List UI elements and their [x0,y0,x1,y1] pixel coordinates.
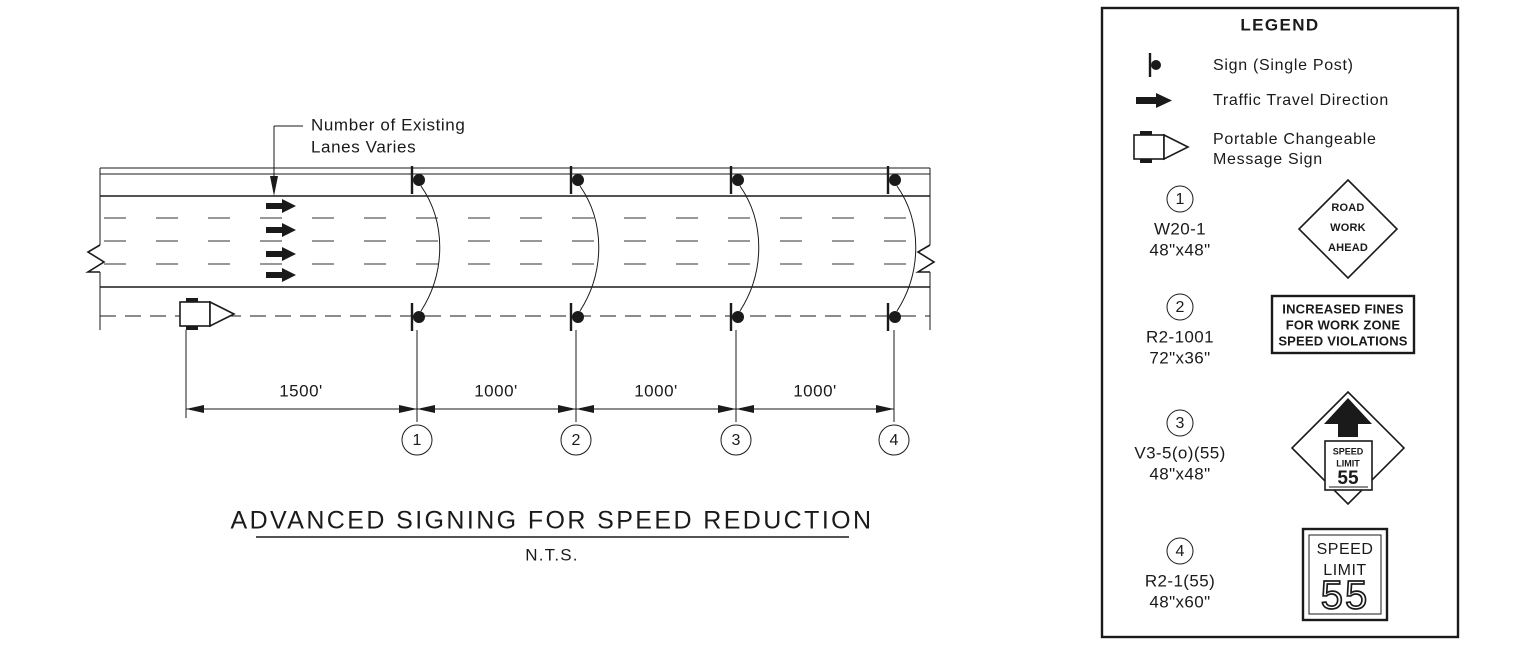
legend-sign-size-4: 48"x60" [1149,592,1210,611]
legend-sign-code-1: W20-1 [1154,219,1206,238]
sign-post-bottom-2 [569,303,584,331]
legend-sign-size-2: 72"x36" [1149,348,1210,367]
callout-label-3: 3 [732,432,741,449]
w20-1-text-line2: WORK [1330,222,1366,234]
sign-post-top-4 [886,166,901,194]
legend-sign-size-1: 48"x48" [1149,240,1210,259]
plan-title-block: ADVANCED SIGNING FOR SPEED REDUCTION N.T… [231,507,874,565]
break-symbol-right [915,244,936,273]
legend-row-sign-single-post: Sign (Single Post) [1148,53,1354,77]
break-symbol-left [85,244,106,273]
callout-label-1: 1 [413,432,422,449]
legend-label-pcms-line1: Portable Changeable [1213,131,1377,148]
dimension-label-1: 1500' [279,381,323,400]
callout-bubble-2: 2 [560,424,592,456]
r2-1001-text-line3: SPEED VIOLATIONS [1278,333,1407,348]
sign-post-top-1 [410,166,425,194]
dimension-label-3: 1000' [634,381,678,400]
traffic-arrow-icon [1136,93,1172,108]
legend-sign-code-2: R2-1001 [1146,327,1214,346]
r2-1-speed-label-line1: SPEED [1317,541,1374,558]
sign-post-top-2 [569,166,584,194]
v3-5-speed-label-line1: SPEED [1333,446,1364,456]
legend-row-pcms: Portable Changeable Message Sign [1133,131,1377,168]
r2-1001-text-line2: FOR WORK ZONE [1286,317,1401,332]
sign-single-post-icon [1148,53,1161,77]
legend-sign-callout-4: 4 [1176,543,1185,560]
callout-label-4: 4 [890,432,899,449]
r2-1-speed-label-line2: LIMIT [1323,562,1366,579]
legend-sign-callout-3: 3 [1176,415,1185,432]
r2-1001-text-line1: INCREASED FINES [1282,301,1404,316]
w20-1-text-line3: AHEAD [1328,242,1368,254]
plan-title: ADVANCED SIGNING FOR SPEED REDUCTION [231,507,874,535]
pcms-icon [1133,131,1190,163]
dimension-label-4: 1000' [793,381,837,400]
legend-heading: LEGEND [1240,15,1319,34]
traffic-direction-arrows [266,199,296,282]
lane-note-line1: Number of Existing [311,115,465,134]
sign-pair-connectors [420,185,917,312]
callout-label-2: 2 [572,432,581,449]
legend-panel: LEGEND Sign (Single Post) Traffic Travel… [1100,6,1460,639]
sign-posts-bottom [410,303,901,331]
sign-post-bottom-3 [729,303,744,331]
legend-sign-code-4: R2-1(55) [1145,571,1215,590]
lane-count-note: Number of Existing Lanes Varies [270,115,465,196]
roadway-lines [99,167,931,330]
pcms-symbol-plan [179,298,236,330]
sign-post-bottom-1 [410,303,425,331]
lane-note-line2: Lanes Varies [311,137,416,156]
dimension-extension-lines [185,330,895,422]
sign-posts-top [410,166,901,194]
dimension-label-2: 1000' [474,381,518,400]
callout-bubble-3: 3 [720,424,752,456]
legend-label-traffic-direction: Traffic Travel Direction [1213,92,1389,109]
up-arrow-icon [1324,398,1372,437]
dimension-labels: 1500' 1000' 1000' 1000' [279,381,837,400]
r2-1-speed-value: 55 [1321,574,1370,618]
dimension-chain [186,405,894,413]
plan-view: Number of Existing Lanes Varies [85,115,936,565]
sign-post-bottom-4 [886,303,901,331]
v3-5-speed-value: 55 [1337,468,1359,489]
sign-graphic-v3-5: SPEED LIMIT 55 [1290,390,1406,506]
legend-sign-code-3: V3-5(o)(55) [1134,443,1225,462]
callout-bubble-4: 4 [878,424,910,456]
callout-bubble-1: 1 [401,424,433,456]
sign-graphic-w20-1: ROAD WORK AHEAD [1297,178,1399,280]
legend-sign-entry-2: 2 R2-1001 72"x36" INCREASED FINES FOR WO… [1146,293,1416,367]
legend-sign-callout-1: 1 [1176,191,1185,208]
sign-graphic-r2-1001: INCREASED FINES FOR WORK ZONE SPEED VIOL… [1270,294,1416,355]
sign-graphic-r2-1: SPEED LIMIT 55 [1301,527,1389,622]
legend-label-pcms-line2: Message Sign [1213,151,1323,168]
legend-row-traffic-direction: Traffic Travel Direction [1136,92,1389,109]
v3-5-speed-label-line2: LIMIT [1336,458,1360,468]
lane-markings [104,217,926,265]
legend-sign-entry-1: 1 W20-1 48"x48" ROAD WORK AHEAD [1149,178,1399,280]
legend-label-sign-single-post: Sign (Single Post) [1213,57,1354,74]
callout-bubbles: 1 2 3 4 [401,424,910,456]
legend-sign-callout-2: 2 [1176,299,1185,316]
legend-sign-entry-4: 4 R2-1(55) 48"x60" SPEED LIMIT 55 [1145,527,1389,622]
legend-sign-size-3: 48"x48" [1149,464,1210,483]
w20-1-text-line1: ROAD [1331,202,1364,214]
sign-post-top-3 [729,166,744,194]
plan-scale-note: N.T.S. [525,545,579,564]
legend-sign-entry-3: 3 V3-5(o)(55) 48"x48" SPEED LIMIT 55 [1134,390,1406,506]
